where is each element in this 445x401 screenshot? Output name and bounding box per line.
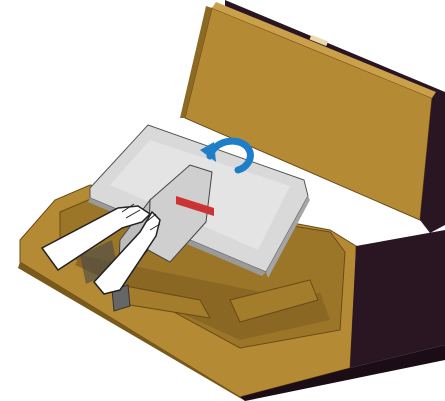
illustration-canvas <box>0 0 445 401</box>
monitor-box-illustration <box>0 0 445 401</box>
